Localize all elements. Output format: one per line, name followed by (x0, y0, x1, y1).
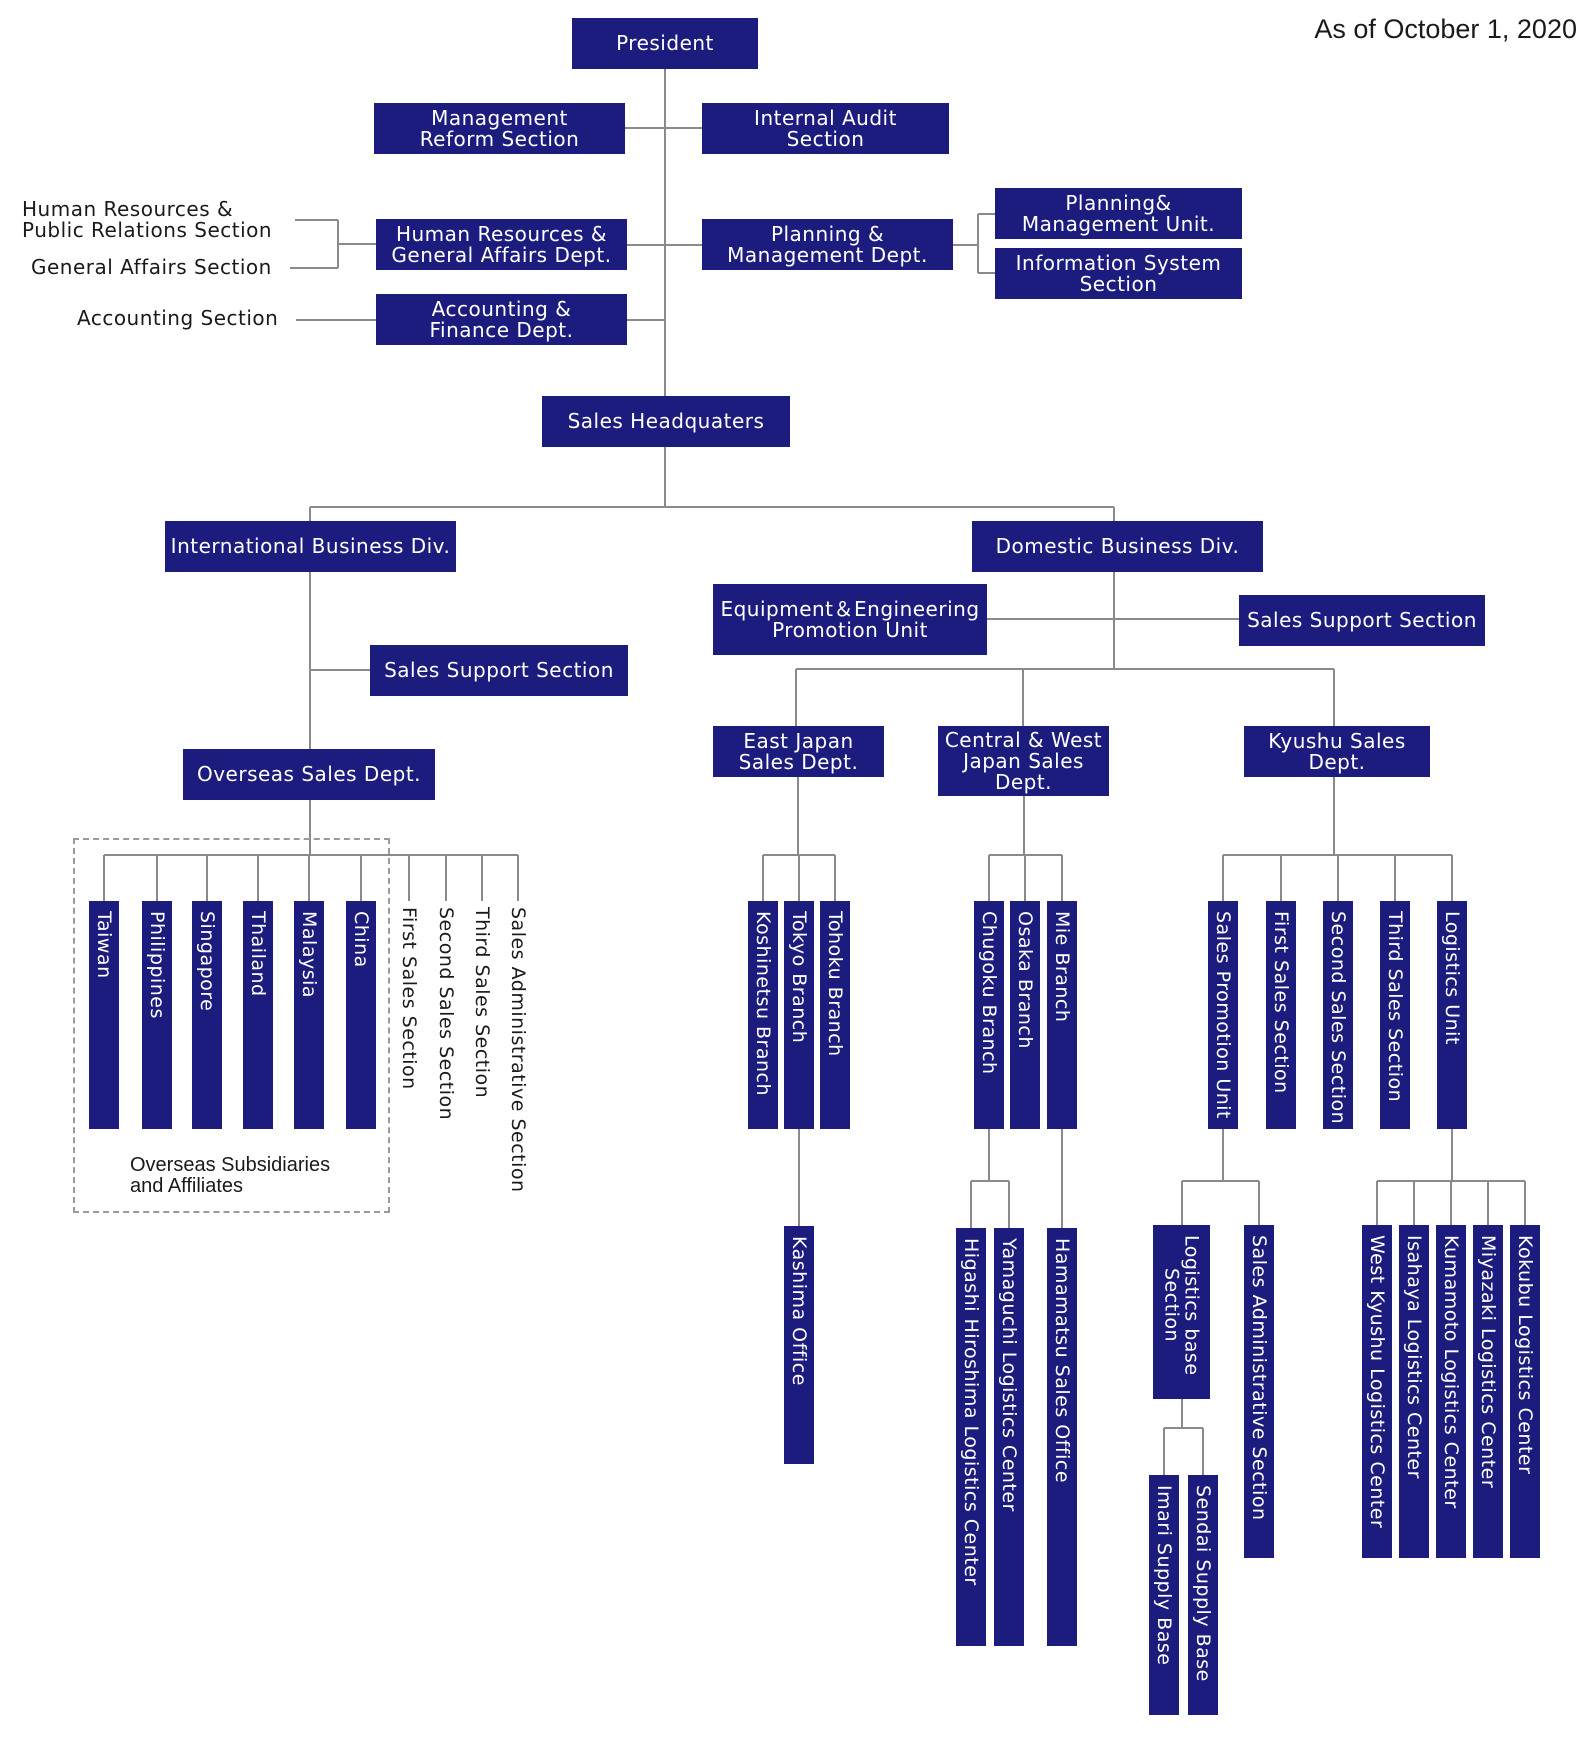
unit-intl-business-div: International Business Div. (165, 521, 456, 572)
unit-kyushu-first-sales: First Sales Section (1266, 901, 1296, 1129)
as-of-date: As of October 1, 2020 (1314, 14, 1577, 44)
unit-miyazaki-lc: Miyazaki Logistics Center (1473, 1225, 1503, 1558)
unit-kyushu-second-sales: Second Sales Section (1323, 901, 1353, 1129)
unit-sales-hq: Sales Headquaters (542, 396, 790, 447)
unit-philippines: Philippines (142, 901, 172, 1129)
unit-kyushu-sales-admin: Sales Administrative Section (1244, 1225, 1274, 1558)
unit-east-japan-sales-dept: East Japan Sales Dept. (713, 726, 884, 777)
unit-west-kyushu-lc: West Kyushu Logistics Center (1362, 1225, 1392, 1558)
unit-sendai-supply-base: Sendai Supply Base (1188, 1475, 1218, 1715)
unit-higashi-hiroshima-lc: Higashi Hiroshima Logistics Center (956, 1228, 986, 1646)
unit-equipment-engineering-unit: Equipment＆Engineering Promotion Unit (713, 584, 987, 655)
unit-yamaguchi-lc: Yamaguchi Logistics Center (994, 1228, 1024, 1646)
label-intl-third-sales: Third Sales Section (471, 907, 493, 1099)
label-intl-first-sales: First Sales Section (398, 907, 420, 1090)
unit-mie-branch: Mie Branch (1047, 901, 1077, 1129)
unit-kashima-office: Kashima Office (784, 1226, 814, 1464)
label-general-affairs-section: General Affairs Section (31, 255, 272, 279)
unit-kyushu-sales-dept: Kyushu Sales Dept. (1244, 726, 1430, 777)
unit-chugoku-branch: Chugoku Branch (974, 901, 1004, 1129)
unit-hr-ga-dept: Human Resources & General Affairs Dept. (376, 219, 627, 270)
unit-malaysia: Malaysia (294, 901, 324, 1129)
unit-domestic-sales-support: Sales Support Section (1239, 595, 1485, 646)
unit-president: President (572, 18, 758, 69)
unit-info-system-section: Information System Section (995, 248, 1242, 299)
unit-taiwan: Taiwan (89, 901, 119, 1129)
unit-tokyo-branch: Tokyo Branch (784, 901, 814, 1129)
unit-osaka-branch: Osaka Branch (1010, 901, 1040, 1129)
label-hr-pr-section: Human Resources & Public Relations Secti… (22, 197, 273, 242)
unit-tohoku-branch: Tohoku Branch (820, 901, 850, 1129)
unit-internal-audit: Internal Audit Section (702, 103, 949, 154)
unit-planning-mgmt-dept: Planning & Management Dept. (702, 219, 953, 270)
overseas-subsidiaries-group-frame (73, 838, 390, 1213)
overseas-subsidiaries-caption: Overseas Subsidiaries and Affiliates (130, 1154, 331, 1197)
unit-kokubu-lc: Kokubu Logistics Center (1510, 1225, 1540, 1558)
unit-isahaya-lc: Isahaya Logistics Center (1399, 1225, 1429, 1558)
unit-accounting-finance-dept: Accounting & Finance Dept. (376, 294, 627, 345)
unit-thailand: Thailand (243, 901, 273, 1129)
label-intl-sales-admin: Sales Administrative Section (507, 907, 529, 1193)
unit-overseas-sales-dept: Overseas Sales Dept. (183, 749, 435, 800)
unit-logistics-unit: Logistics Unit (1437, 901, 1467, 1129)
unit-kyushu-third-sales: Third Sales Section (1380, 901, 1410, 1129)
label-accounting-section: Accounting Section (77, 306, 279, 330)
unit-singapore: Singapore (192, 901, 222, 1129)
unit-intl-sales-support: Sales Support Section (370, 645, 628, 696)
unit-imari-supply-base: Imari Supply Base (1149, 1475, 1179, 1715)
unit-hamamatsu-sales-office: Hamamatsu Sales Office (1047, 1228, 1077, 1646)
unit-logistics-base-section: Logistics base Section (1153, 1225, 1210, 1399)
unit-domestic-business-div: Domestic Business Div. (972, 521, 1263, 572)
unit-koshinetsu-branch: Koshinetsu Branch (748, 901, 778, 1129)
label-intl-second-sales: Second Sales Section (435, 907, 457, 1121)
unit-central-west-japan-sales-dept: Central & West Japan Sales Dept. (938, 726, 1109, 796)
unit-sales-promotion-unit: Sales Promotion Unit (1208, 901, 1238, 1129)
unit-management-reform: Management Reform Section (374, 103, 625, 154)
unit-china: China (346, 901, 376, 1129)
unit-planning-mgmt-unit: Planning& Management Unit. (995, 188, 1242, 239)
unit-kumamoto-lc: Kumamoto Logistics Center (1436, 1225, 1466, 1558)
